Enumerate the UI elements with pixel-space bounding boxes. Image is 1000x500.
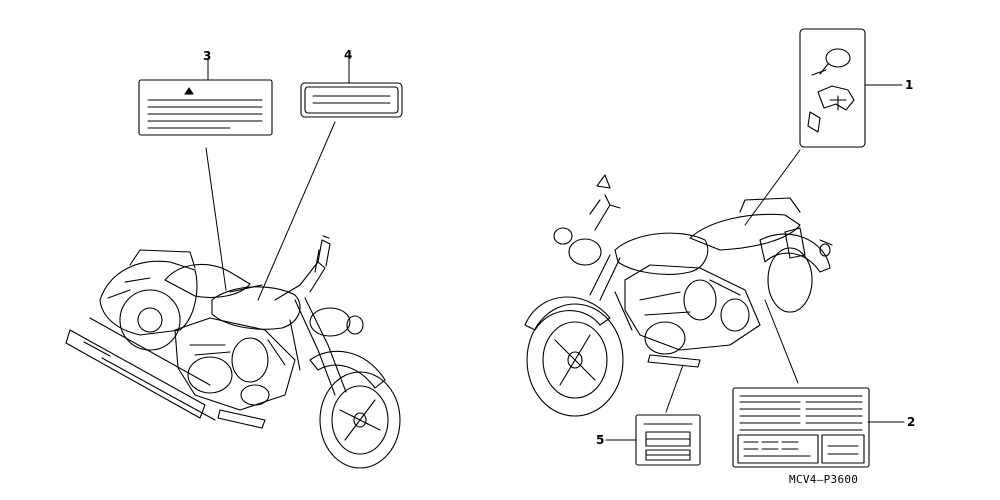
callout-3: 3 bbox=[203, 49, 212, 63]
label-part-4 bbox=[300, 82, 403, 118]
callout-1: 1 bbox=[905, 78, 914, 92]
left-motorcycle bbox=[65, 235, 401, 469]
label-part-1 bbox=[799, 28, 866, 148]
right-motorcycle bbox=[524, 174, 833, 417]
callout-2: 2 bbox=[907, 415, 916, 429]
leader-lines bbox=[205, 57, 905, 441]
callout-4: 4 bbox=[344, 48, 353, 62]
label-part-5 bbox=[635, 414, 701, 466]
label-part-2 bbox=[732, 387, 870, 468]
label-part-3 bbox=[138, 79, 273, 136]
figure-code: MCV4—P3600 bbox=[789, 473, 859, 486]
callout-5: 5 bbox=[596, 433, 605, 447]
